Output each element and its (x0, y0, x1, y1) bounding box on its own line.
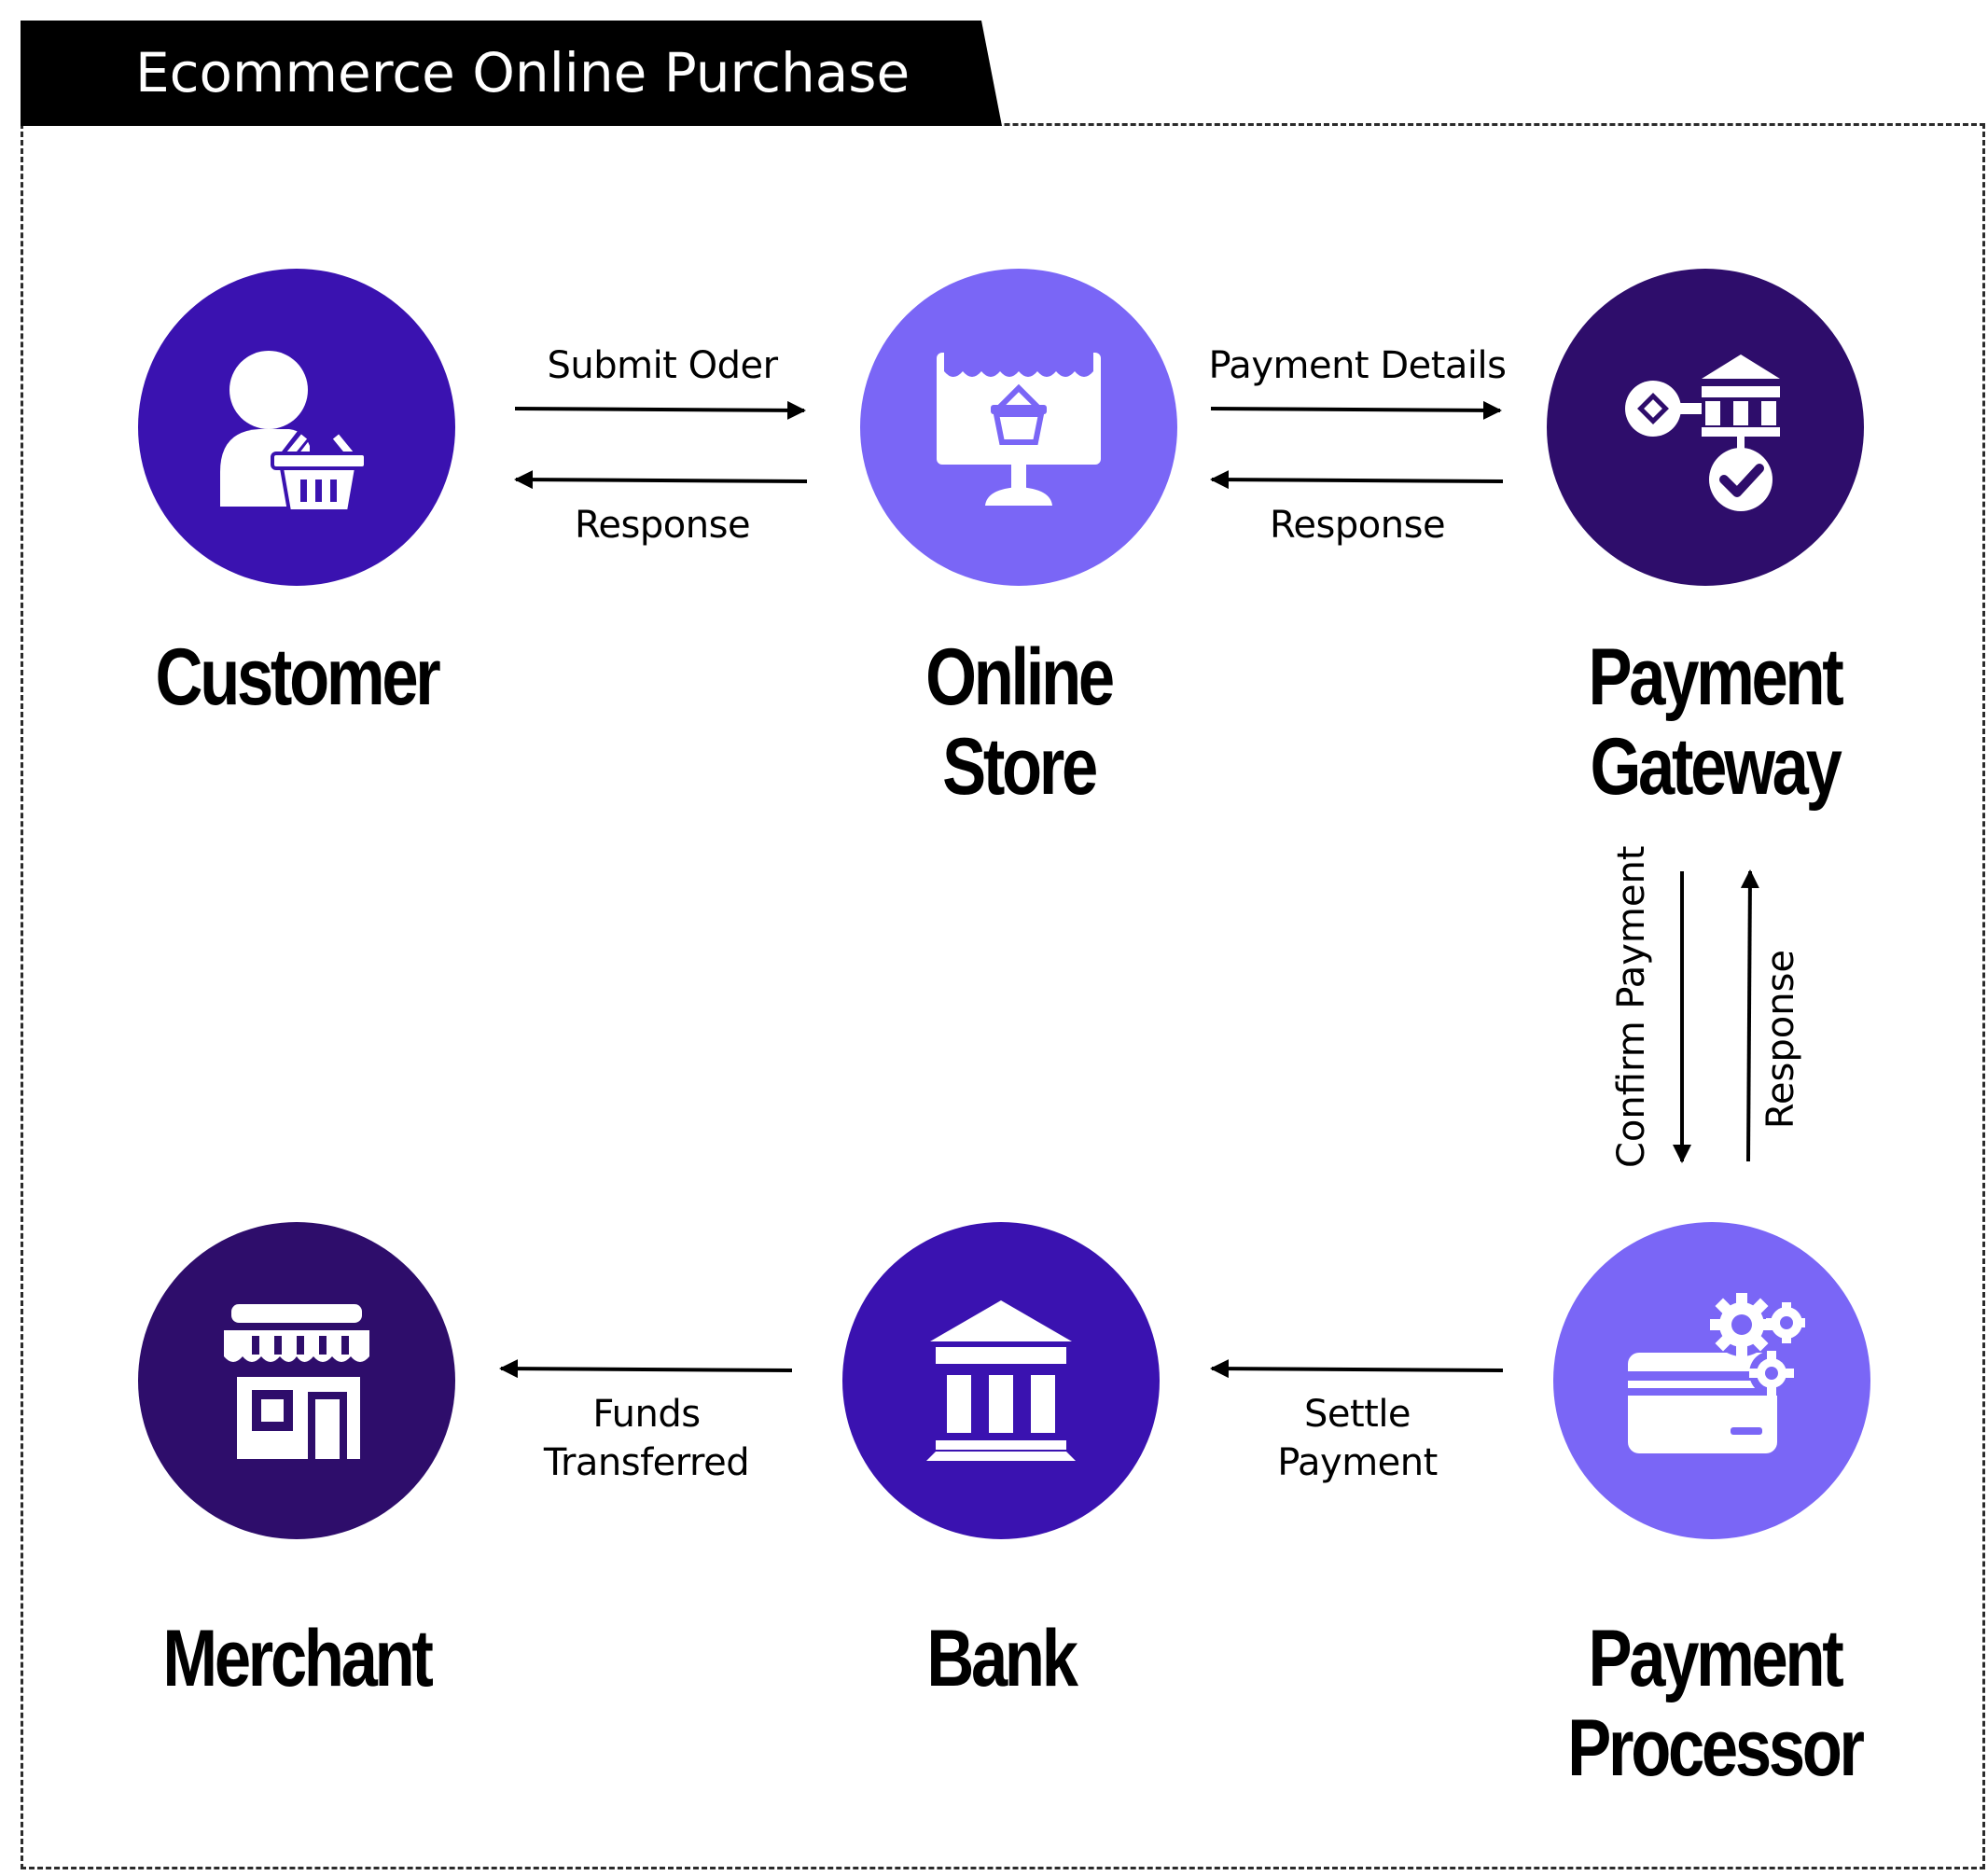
bank-icon (926, 1300, 1076, 1461)
label-response-gateway: Response (1759, 949, 1802, 1130)
online-store-label: Online Store (925, 632, 1115, 812)
label-submit-order: Submit Oder (547, 344, 778, 387)
arrow-submit-order (514, 400, 806, 420)
customer-node (138, 269, 455, 586)
label-payment-details: Payment Details (1208, 344, 1507, 387)
customer-label: Customer (155, 632, 441, 722)
label-response-customer: Response (574, 504, 751, 547)
customer-basket-icon (220, 351, 368, 513)
arrow-settle-payment (1210, 1359, 1504, 1379)
label-funds-transferred: Funds Transferred (543, 1393, 750, 1484)
payment-processor-label: Payment Processor (1567, 1614, 1865, 1793)
arrow-response-to-customer (514, 470, 808, 490)
bank-node (842, 1222, 1160, 1539)
bank-label: Bank (926, 1614, 1078, 1703)
title-bar (21, 21, 1002, 126)
arrow-response-to-gateway (1740, 869, 1759, 1162)
payment-processor-node (1553, 1222, 1870, 1539)
payment-gateway-node (1547, 269, 1864, 586)
merchant-node (138, 1222, 455, 1539)
payment-gateway-label: Payment Gateway (1588, 632, 1843, 812)
diagram-title: Ecommerce Online Purchase (135, 41, 911, 104)
diagram-frame (21, 123, 1985, 1869)
card-gears-icon (1628, 1293, 1805, 1453)
label-confirm-payment: Confirm Payment (1610, 845, 1653, 1169)
merchant-label: Merchant (162, 1614, 434, 1703)
shop-icon (224, 1304, 369, 1459)
arrow-funds-transferred (499, 1359, 793, 1379)
label-response-store: Response (1269, 504, 1446, 547)
arrow-payment-details (1210, 400, 1502, 420)
arrow-response-to-store (1210, 470, 1504, 490)
store-monitor-icon (937, 353, 1101, 506)
online-store-node (860, 269, 1177, 586)
payment-gateway-icon (1625, 354, 1780, 511)
label-settle-payment: Settle Payment (1277, 1393, 1438, 1484)
